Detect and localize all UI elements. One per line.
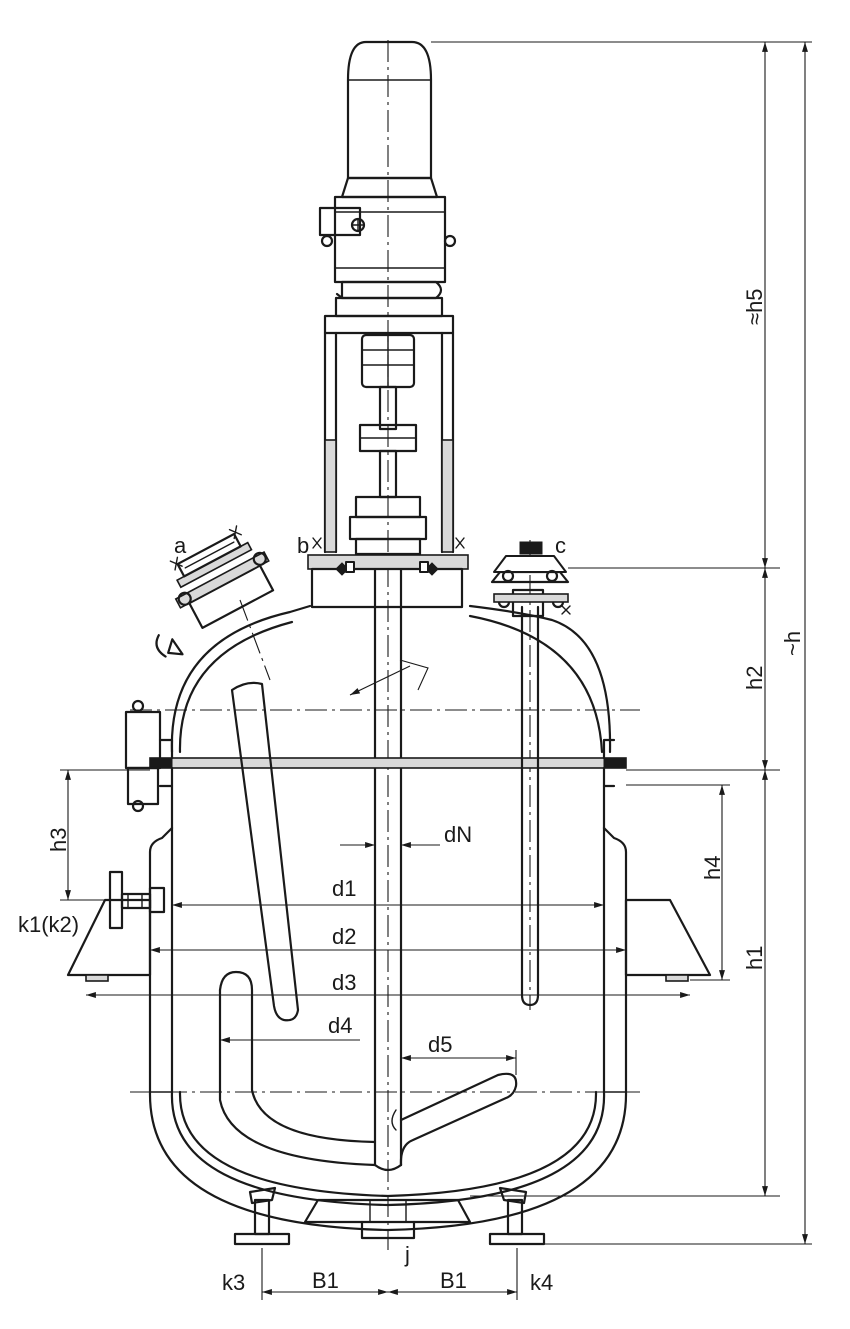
label-h3: h3 [46, 828, 71, 852]
label-d1: d1 [332, 876, 356, 901]
side-nozzle-left-upper [124, 699, 173, 813]
top-flange [307, 537, 469, 609]
label-h5: ≈h5 [742, 288, 767, 325]
bottom-outlet-j [303, 1198, 472, 1240]
label-h4: h4 [700, 856, 725, 880]
nozzle-c [490, 541, 571, 615]
label-j: j [404, 1242, 410, 1267]
motor [340, 40, 439, 199]
label-B1-left: B1 [312, 1268, 339, 1293]
bottom-nozzle-k4 [488, 1186, 546, 1246]
agitator-shaft [373, 553, 518, 1172]
label-k1k2: k1(k2) [18, 912, 79, 937]
dip-tube [520, 605, 540, 1007]
label-h2: h2 [742, 666, 767, 690]
label-dN: dN [444, 822, 472, 847]
dimension-lines [60, 41, 812, 1300]
centerlines [130, 40, 640, 1250]
baffle [230, 681, 300, 1022]
jacket [148, 826, 628, 1232]
sparger-pipe [218, 970, 377, 1167]
bottom-nozzle-k3 [233, 1186, 291, 1246]
label-d5: d5 [428, 1032, 452, 1057]
label-h1: h1 [742, 946, 767, 970]
labels: a b c j dN d1 d2 d3 d4 d5 k1(k2) k3 k4 B… [18, 288, 805, 1295]
label-k3: k3 [222, 1270, 245, 1295]
label-B1-right: B1 [440, 1268, 467, 1293]
label-a: a [174, 533, 187, 558]
upper-head [170, 588, 612, 754]
label-d2: d2 [332, 924, 356, 949]
label-h: ~h [780, 631, 805, 656]
label-b: b [297, 533, 309, 558]
lantern-housing [323, 314, 455, 556]
label-k4: k4 [530, 1270, 553, 1295]
label-c: c [555, 533, 566, 558]
vessel-body [170, 784, 606, 1207]
label-d3: d3 [332, 970, 356, 995]
label-d4: d4 [328, 1013, 352, 1038]
manhole-a [155, 525, 275, 658]
